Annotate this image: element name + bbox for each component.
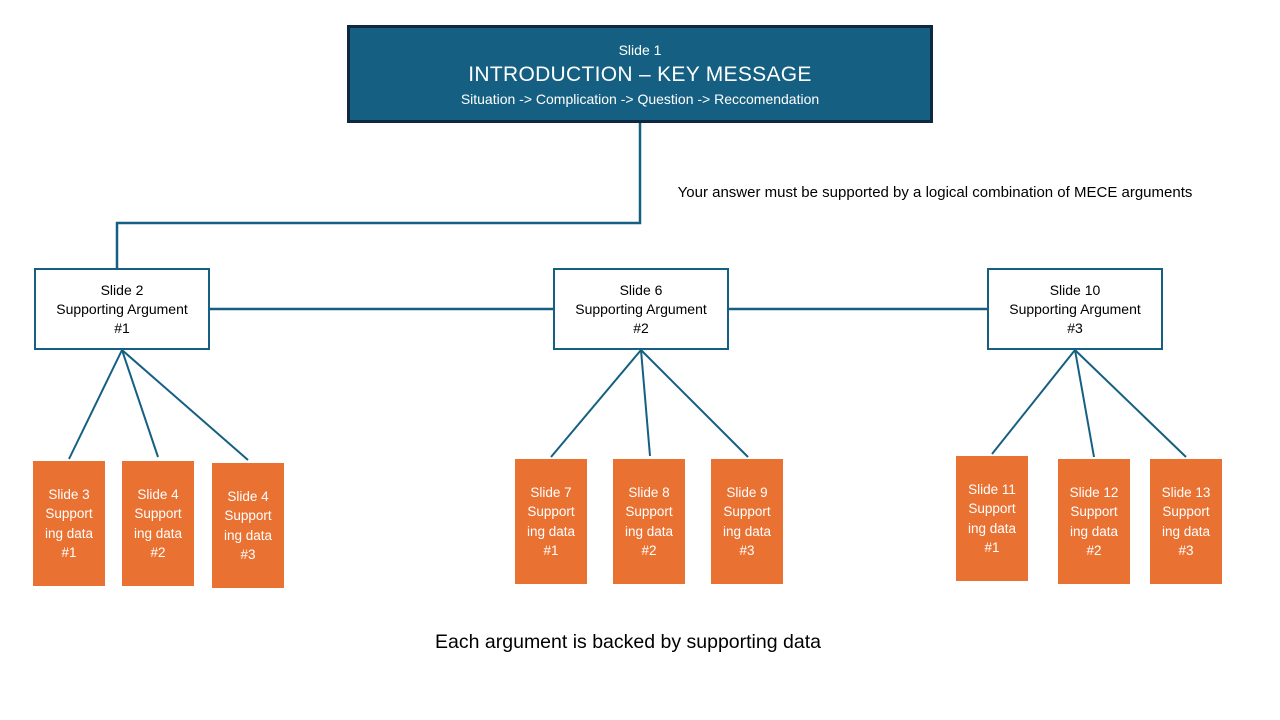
connector-arg1-to-data3 — [121, 349, 249, 461]
data-box-g1-2[interactable]: Slide 4 Support ing data #2 — [122, 461, 194, 586]
mece-annotation: Your answer must be supported by a logic… — [677, 184, 1193, 201]
connector-arg3-to-data1 — [991, 349, 1076, 455]
data-box-g2-2[interactable]: Slide 8 Support ing data #2 — [613, 459, 685, 584]
data-box-g2-1[interactable]: Slide 7 Support ing data #1 — [515, 459, 587, 584]
root-slide-box[interactable]: Slide 1 INTRODUCTION – KEY MESSAGE Situa… — [347, 25, 933, 123]
connector-arg2-to-data1 — [550, 349, 642, 458]
root-slide-label: Slide 1 — [618, 41, 662, 58]
data-box-g3-2[interactable]: Slide 12 Support ing data #2 — [1058, 459, 1130, 584]
root-slide-title: INTRODUCTION – KEY MESSAGE — [468, 62, 812, 86]
data-box-g3-1[interactable]: Slide 11 Support ing data #1 — [956, 456, 1028, 581]
argument-box-1[interactable]: Slide 2 Supporting Argument #1 — [34, 268, 210, 350]
data-box-g3-3[interactable]: Slide 13 Support ing data #3 — [1150, 459, 1222, 584]
data-box-g2-3[interactable]: Slide 9 Support ing data #3 — [711, 459, 783, 584]
connector-arg3-to-data3 — [1074, 349, 1187, 458]
connector-arg3-to-data2 — [1074, 349, 1095, 458]
connector-arg1-to-data1 — [68, 349, 123, 460]
argument-box-2[interactable]: Slide 6 Supporting Argument #2 — [553, 268, 729, 350]
connector-arg2-to-data2 — [640, 349, 651, 457]
connector-root-to-arg1 — [115, 123, 642, 268]
data-box-g1-3[interactable]: Slide 4 Support ing data #3 — [212, 463, 284, 588]
bottom-annotation: Each argument is backed by supporting da… — [435, 631, 821, 653]
data-box-g1-1[interactable]: Slide 3 Support ing data #1 — [33, 461, 105, 586]
connector-arg2-to-data3 — [640, 349, 749, 458]
argument-box-3[interactable]: Slide 10 Supporting Argument #3 — [987, 268, 1163, 350]
connector-arg1-to-data2 — [121, 349, 159, 458]
root-slide-subtitle: Situation -> Complication -> Question ->… — [460, 90, 820, 107]
